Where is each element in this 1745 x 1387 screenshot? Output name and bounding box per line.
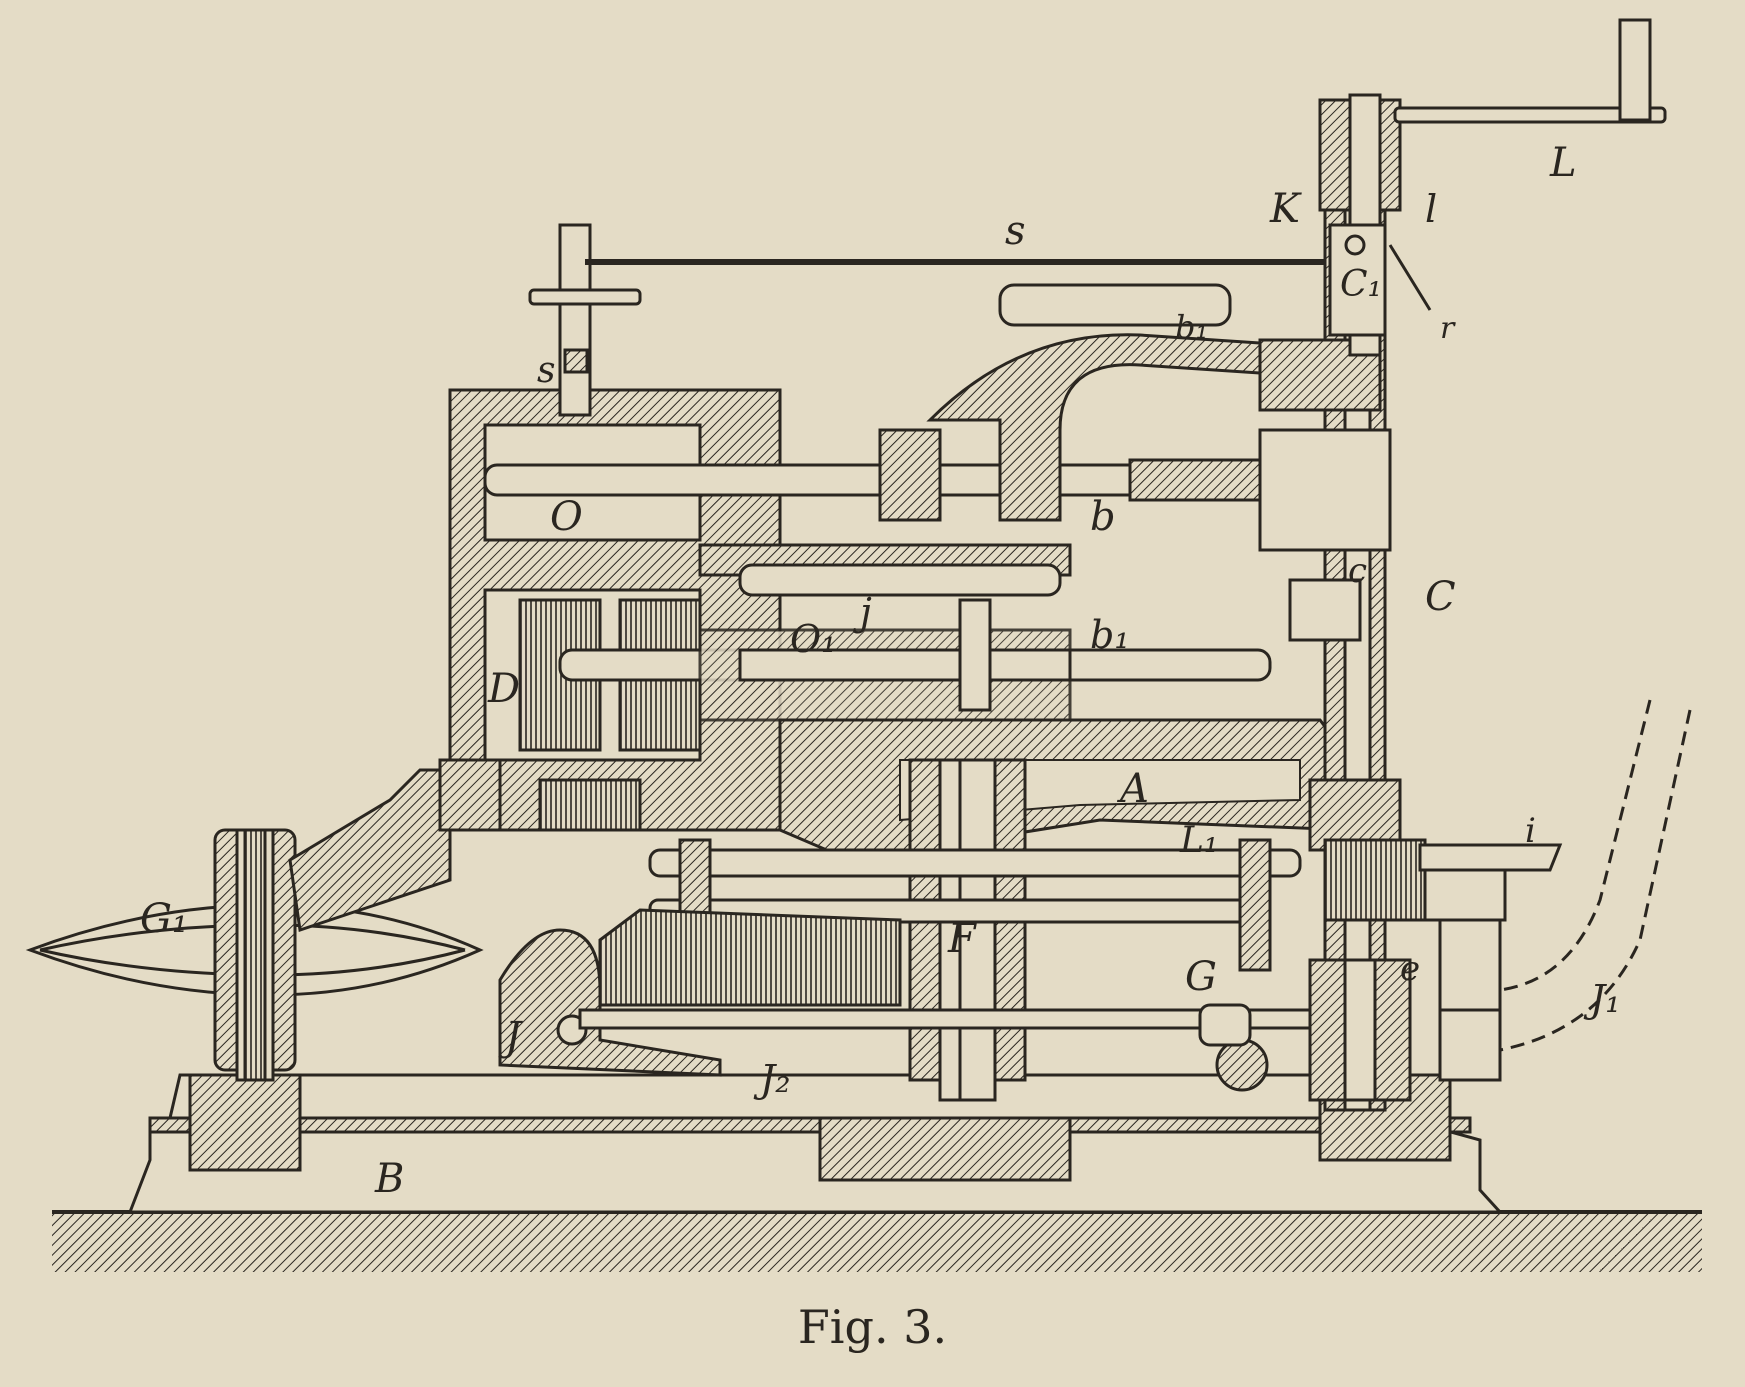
label-O1: O₁	[790, 617, 836, 661]
lower-piston-rod	[558, 543, 1272, 722]
label-B: B	[374, 1156, 404, 1202]
label-c: c	[1348, 551, 1367, 591]
bracket-J	[498, 928, 722, 1077]
label-b: b	[1090, 494, 1116, 540]
label-j: j	[853, 590, 872, 634]
label-b1-top: b₁	[1175, 308, 1208, 346]
cylinder-block	[438, 388, 782, 832]
label-G1: G₁	[140, 896, 188, 942]
ground-floor	[52, 1212, 1702, 1272]
label-e: e	[1400, 949, 1420, 989]
lower-linkage	[598, 838, 1302, 1007]
small-cylinder	[998, 283, 1232, 327]
label-C1: C₁	[1340, 264, 1382, 305]
label-s-valve: s	[537, 350, 555, 391]
label-J1: J₁	[1583, 977, 1620, 1021]
label-r: r	[1440, 311, 1456, 346]
label-F: F	[947, 916, 977, 962]
label-K: K	[1269, 186, 1302, 232]
label-G: G	[1185, 954, 1217, 1000]
label-O: O	[550, 494, 583, 540]
label-C: C	[1425, 574, 1456, 620]
pulley-wheel-icon	[25, 768, 484, 1082]
crank-handle-icon	[1318, 18, 1667, 357]
label-b1: b₁	[1090, 613, 1130, 657]
main-column-C	[1198, 98, 1427, 1112]
figure-caption: Fig. 3.	[797, 1300, 948, 1354]
label-J2: J₂	[753, 1057, 790, 1101]
base-plate	[127, 1073, 1504, 1214]
label-L: L	[1549, 140, 1577, 186]
label-l: l	[1425, 187, 1437, 231]
label-s-rod: s	[1005, 208, 1026, 254]
label-i: i	[1525, 811, 1536, 851]
valve-stem	[528, 223, 642, 417]
label-D: D	[487, 666, 520, 712]
label-L1: L₁	[1179, 820, 1218, 861]
label-A: A	[1116, 766, 1149, 812]
table-i	[1418, 843, 1563, 1082]
chute-J1	[1499, 699, 1692, 1052]
